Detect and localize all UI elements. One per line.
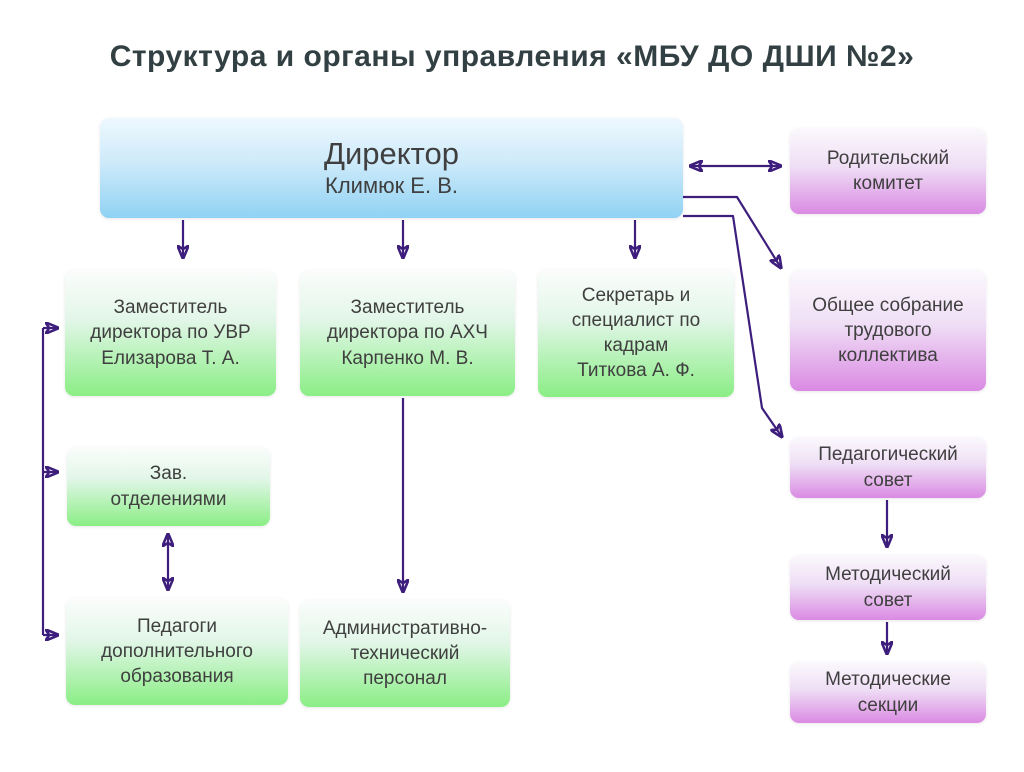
node-general-assembly: Общее собрание трудового коллектива [790, 270, 986, 391]
arrow-director-to-assembly [683, 195, 781, 268]
department-heads-label: Зав. отделениями [110, 463, 227, 510]
pedagogical-council-label: Педагогический совет [818, 444, 958, 491]
node-deputy-ahch: Заместитель директора по АХЧ Карпенко М.… [300, 270, 515, 396]
node-methodical-council: Методический совет [790, 555, 986, 620]
node-parent-committee: Родительский комитет [790, 128, 986, 214]
node-pedagogical-council: Педагогический совет [790, 437, 986, 498]
arrow-director-to-ped-council [683, 214, 782, 437]
node-department-heads: Зав. отделениями [67, 447, 270, 526]
methodical-council-label: Методический совет [825, 564, 951, 611]
admin-technical-staff-label: Административно- технический персонал [322, 617, 488, 690]
node-additional-education-teachers: Педагоги дополнительного образования [66, 598, 288, 705]
director-name: Климюк Е. В. [325, 172, 458, 198]
page-title: Структура и органы управления «МБУ ДО ДШ… [109, 40, 915, 73]
node-director: Директор Климюк Е. В. [100, 118, 683, 218]
parent-committee-label: Родительский комитет [826, 147, 950, 194]
node-methodical-sections: Методические секции [790, 662, 986, 723]
node-admin-technical-staff: Административно- технический персонал [300, 600, 510, 707]
node-secretary: Секретарь и специалист по кадрам Титкова… [538, 269, 734, 397]
methodical-sections-label: Методические секции [825, 669, 951, 716]
deputy-uvr-label: Заместитель директора по УВР Елизарова Т… [90, 297, 251, 369]
secretary-label: Секретарь и специалист по кадрам Титкова… [571, 284, 701, 382]
director-title: Директор [323, 135, 460, 171]
general-assembly-label: Общее собрание трудового коллектива [812, 294, 964, 367]
deputy-ahch-label: Заместитель директора по АХЧ Карпенко М.… [327, 297, 488, 369]
node-deputy-uvr: Заместитель директора по УВР Елизарова Т… [65, 270, 276, 396]
additional-education-teachers-label: Педагоги дополнительного образования [101, 615, 253, 688]
